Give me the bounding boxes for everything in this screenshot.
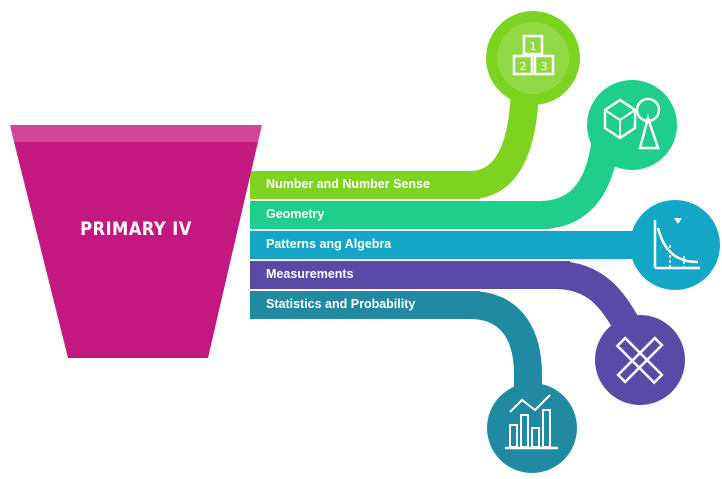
band-measurements	[250, 261, 570, 289]
topic-label-geometry: Geometry	[266, 207, 325, 221]
number-blocks-icon: 1 2 3	[486, 11, 580, 105]
block-number-1: 1	[530, 40, 537, 53]
topic-label-algebra: Patterns ang Algebra	[266, 237, 392, 251]
block-number-2: 2	[520, 60, 527, 73]
funnel-rim	[10, 125, 262, 142]
funnel-body	[14, 142, 258, 358]
geometry-shapes-icon	[587, 80, 677, 170]
band-statistics	[250, 291, 480, 319]
ribbon-number	[258, 79, 539, 199]
band-algebra	[250, 231, 670, 259]
band-geometry	[250, 201, 550, 229]
topic-label-number: Number and Number Sense	[266, 177, 430, 191]
topic-label-statistics: Statistics and Probability	[266, 297, 416, 311]
band-number	[250, 171, 480, 199]
statistics-chart-icon	[487, 383, 577, 473]
block-number-3: 3	[541, 60, 548, 73]
ruler-pencil-icon	[595, 315, 685, 405]
funnel-title: PRIMARY IV	[80, 218, 192, 240]
topic-label-measurements: Measurements	[266, 267, 354, 281]
algebra-graph-icon	[630, 200, 720, 290]
ribbon-statistics	[258, 291, 542, 420]
